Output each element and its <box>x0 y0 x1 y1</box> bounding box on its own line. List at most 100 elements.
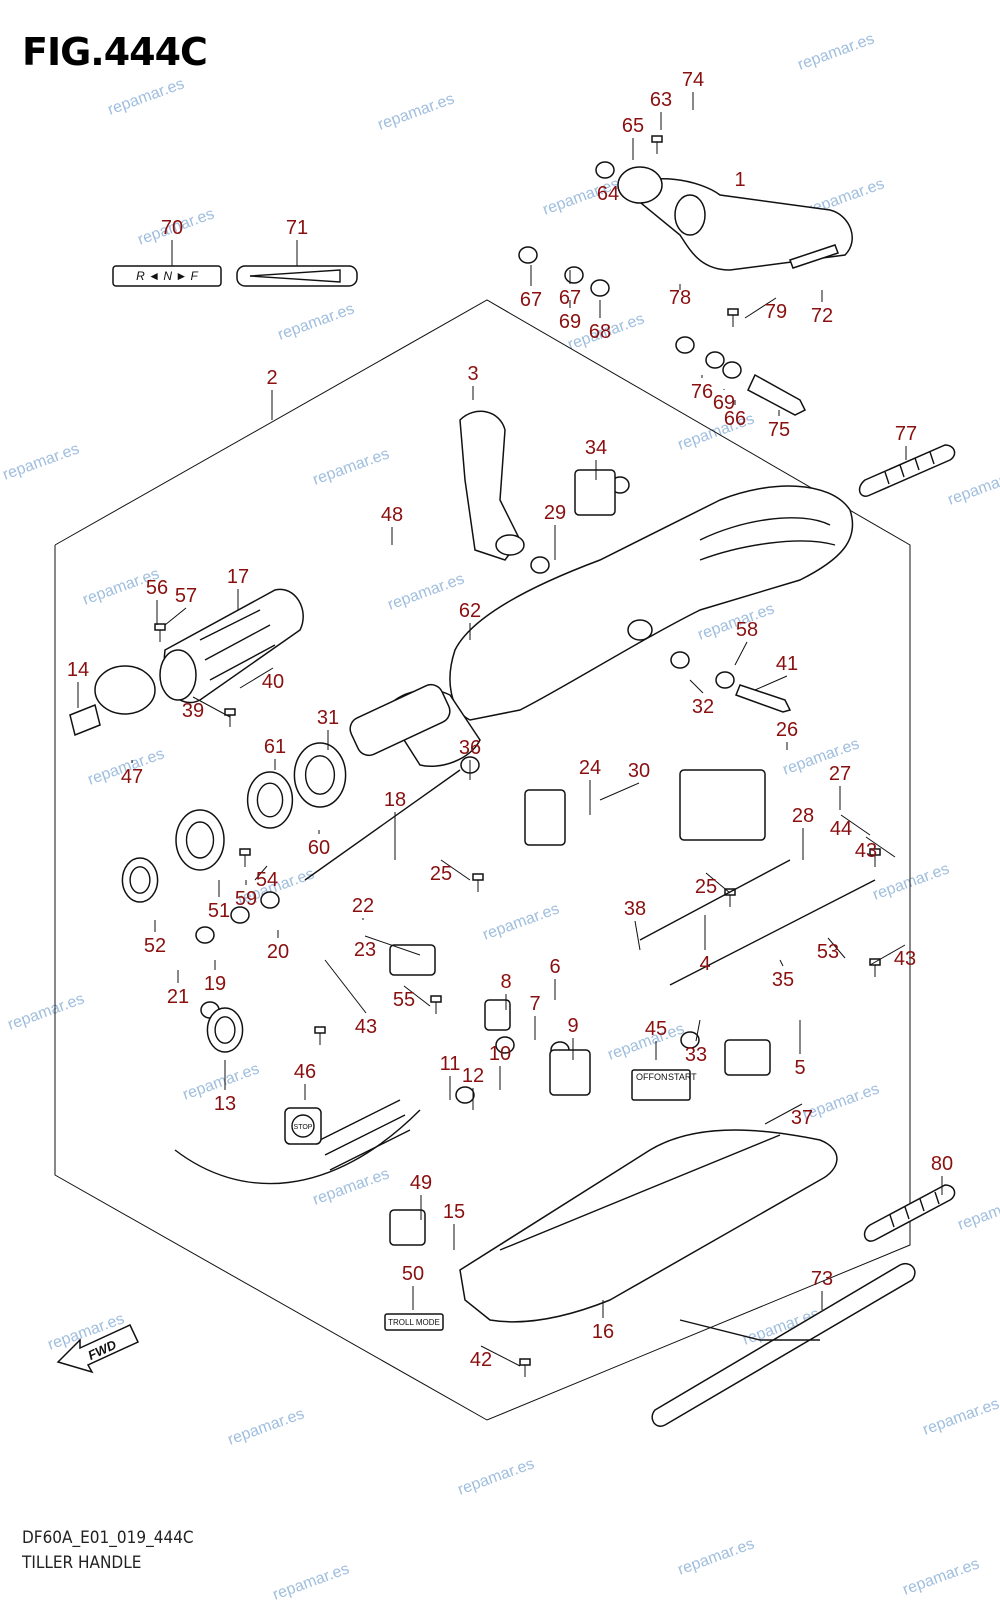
lower-cover <box>459 1129 838 1323</box>
part-callout-69: 69 <box>559 311 581 333</box>
part-callout-68: 68 <box>589 321 611 343</box>
callout-leader <box>689 679 704 694</box>
part-callout-38: 38 <box>624 898 646 920</box>
part-callout-55: 55 <box>393 989 415 1011</box>
part-callout-71: 71 <box>286 217 308 239</box>
part-callout-3: 3 <box>467 363 478 385</box>
part-callout-70: 70 <box>161 217 183 239</box>
throttle-indicator-decal <box>236 265 358 287</box>
part-callout-1: 1 <box>734 169 745 191</box>
part-callout-20: 20 <box>267 941 289 963</box>
part-callout-50: 50 <box>402 1263 424 1285</box>
part-callout-32: 32 <box>692 696 714 718</box>
part-callout-54: 54 <box>256 869 278 891</box>
callout-leader <box>599 782 640 801</box>
off-on-start-decal: OFF ON START <box>631 1069 697 1101</box>
part-callout-14: 14 <box>67 659 89 681</box>
part-callout-15: 15 <box>443 1201 465 1223</box>
washer <box>230 906 250 924</box>
component-block <box>724 1039 771 1076</box>
part-callout-58: 58 <box>736 619 758 641</box>
throttle-grip <box>159 588 304 704</box>
part-callout-13: 13 <box>214 1093 236 1115</box>
part-callout-37: 37 <box>791 1107 813 1129</box>
part-callout-40: 40 <box>262 671 284 693</box>
ring-part <box>293 742 347 808</box>
ring-part <box>121 857 159 903</box>
part-callout-80: 80 <box>931 1153 953 1175</box>
part-callout-75: 75 <box>768 419 790 441</box>
ring-part <box>175 809 225 871</box>
bolt-73 <box>789 244 839 269</box>
callout-leader <box>239 667 274 689</box>
screw <box>314 1026 326 1045</box>
watermark-text: repamar.es <box>386 570 467 613</box>
callout-leader <box>705 872 731 894</box>
figure-code: DF60A_E01_019_444C <box>22 1528 194 1548</box>
part-callout-73: 73 <box>811 1268 833 1290</box>
washer <box>495 1036 515 1054</box>
callout-leader <box>764 1103 803 1125</box>
callout-leader <box>779 959 784 967</box>
callout-leader <box>754 675 788 691</box>
washer <box>722 361 742 379</box>
screw <box>651 135 663 154</box>
troll-mode-decal: TROLL MODE <box>384 1313 444 1331</box>
figure-title: FIG.444C <box>22 30 208 74</box>
watermark-text: repamar.es <box>956 1190 1000 1233</box>
part-callout-46: 46 <box>294 1061 316 1083</box>
washer <box>670 651 690 669</box>
screw <box>727 308 739 327</box>
svg-text:OFF: OFF <box>636 1072 654 1082</box>
part-callout-48: 48 <box>381 504 403 526</box>
part-callout-4: 4 <box>699 953 710 975</box>
screw <box>472 873 484 892</box>
part-callout-69: 69 <box>713 392 735 414</box>
part-callout-28: 28 <box>792 805 814 827</box>
screw <box>869 848 881 867</box>
component-block <box>389 1209 426 1246</box>
part-callout-53: 53 <box>817 941 839 963</box>
part-callout-7: 7 <box>529 993 540 1015</box>
watermark-text: repamar.es <box>311 445 392 488</box>
part-callout-41: 41 <box>776 653 798 675</box>
callout-leader <box>403 985 431 1007</box>
svg-text:ON: ON <box>654 1072 668 1082</box>
part-callout-36: 36 <box>459 737 481 759</box>
callout-leader <box>827 937 846 959</box>
part-callout-8: 8 <box>500 971 511 993</box>
part-callout-43: 43 <box>894 948 916 970</box>
washer <box>675 336 695 354</box>
part-callout-22: 22 <box>352 895 374 917</box>
part-callout-81: 81 <box>0 0 11 5</box>
grip-end-knob <box>69 665 156 737</box>
cable <box>639 859 791 941</box>
callout-leader <box>840 814 871 836</box>
part-callout-30: 30 <box>628 760 650 782</box>
part-callout-43: 43 <box>855 840 877 862</box>
ring-part <box>206 1007 244 1053</box>
screw <box>239 848 251 867</box>
part-callout-60: 60 <box>308 837 330 859</box>
washer <box>455 1086 475 1104</box>
shift-lever <box>459 410 525 561</box>
part-callout-39: 39 <box>182 700 204 722</box>
friction-spring <box>858 444 956 497</box>
washer <box>195 926 215 944</box>
watermark-text: repamar.es <box>276 300 357 343</box>
part-callout-34: 34 <box>585 437 607 459</box>
lanyard-coil <box>174 1099 421 1185</box>
part-callout-56: 56 <box>146 577 168 599</box>
part-callout-9: 9 <box>567 1015 578 1037</box>
callout-leader <box>744 297 777 319</box>
part-callout-51: 51 <box>208 900 230 922</box>
part-callout-62: 62 <box>459 600 481 622</box>
washer <box>595 161 615 179</box>
callout-leader <box>164 607 187 626</box>
steering-arm <box>651 1263 916 1427</box>
part-callout-25: 25 <box>695 876 717 898</box>
part-callout-45: 45 <box>645 1018 667 1040</box>
tiller-housing <box>349 485 854 767</box>
part-callout-10: 10 <box>489 1043 511 1065</box>
